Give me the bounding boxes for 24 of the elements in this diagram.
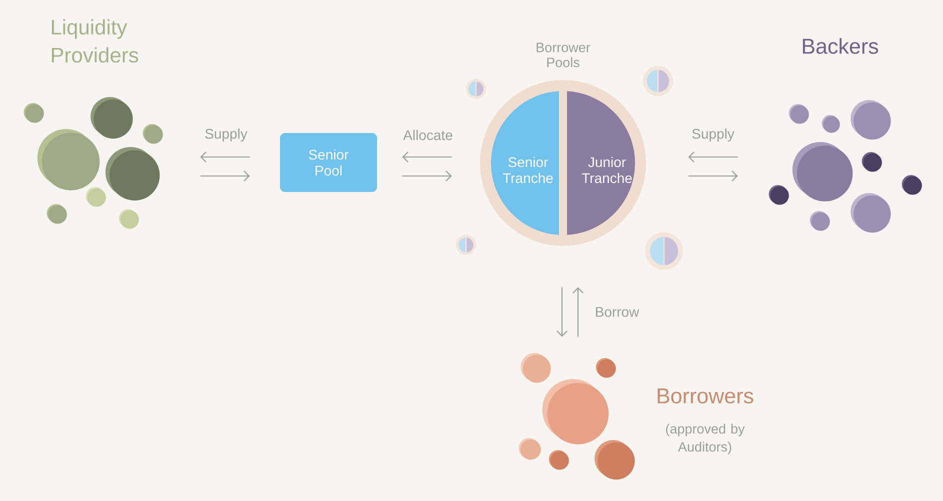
- arrow: [572, 287, 584, 337]
- split-circle: [643, 66, 673, 96]
- heading: Backers: [802, 38, 878, 54]
- tranche-half: Junior Tranche: [567, 91, 635, 235]
- edge-label: Supply: [690, 127, 736, 143]
- split-circle: [466, 79, 486, 99]
- split-circle: [456, 235, 476, 255]
- arrow: [688, 170, 738, 182]
- arrow: [688, 152, 738, 162]
- edge-label: Allocate: [402, 128, 454, 142]
- pool-box: Senior Pool: [280, 133, 377, 192]
- arrow: [556, 287, 568, 337]
- edge-label: Borrow: [594, 306, 640, 318]
- tranche-half: Senior Tranche: [491, 91, 559, 235]
- note: (approved by Auditors): [666, 424, 745, 454]
- arrow: [402, 170, 452, 182]
- arrow: [200, 152, 250, 162]
- heading: Borrower Pools: [536, 42, 590, 68]
- heading: Borrowers: [658, 388, 754, 404]
- heading: Liquidity Providers: [52, 19, 138, 63]
- arrow: [200, 170, 250, 182]
- split-circle: [645, 232, 683, 270]
- edge-label: Supply: [204, 127, 248, 143]
- arrow: [402, 152, 452, 162]
